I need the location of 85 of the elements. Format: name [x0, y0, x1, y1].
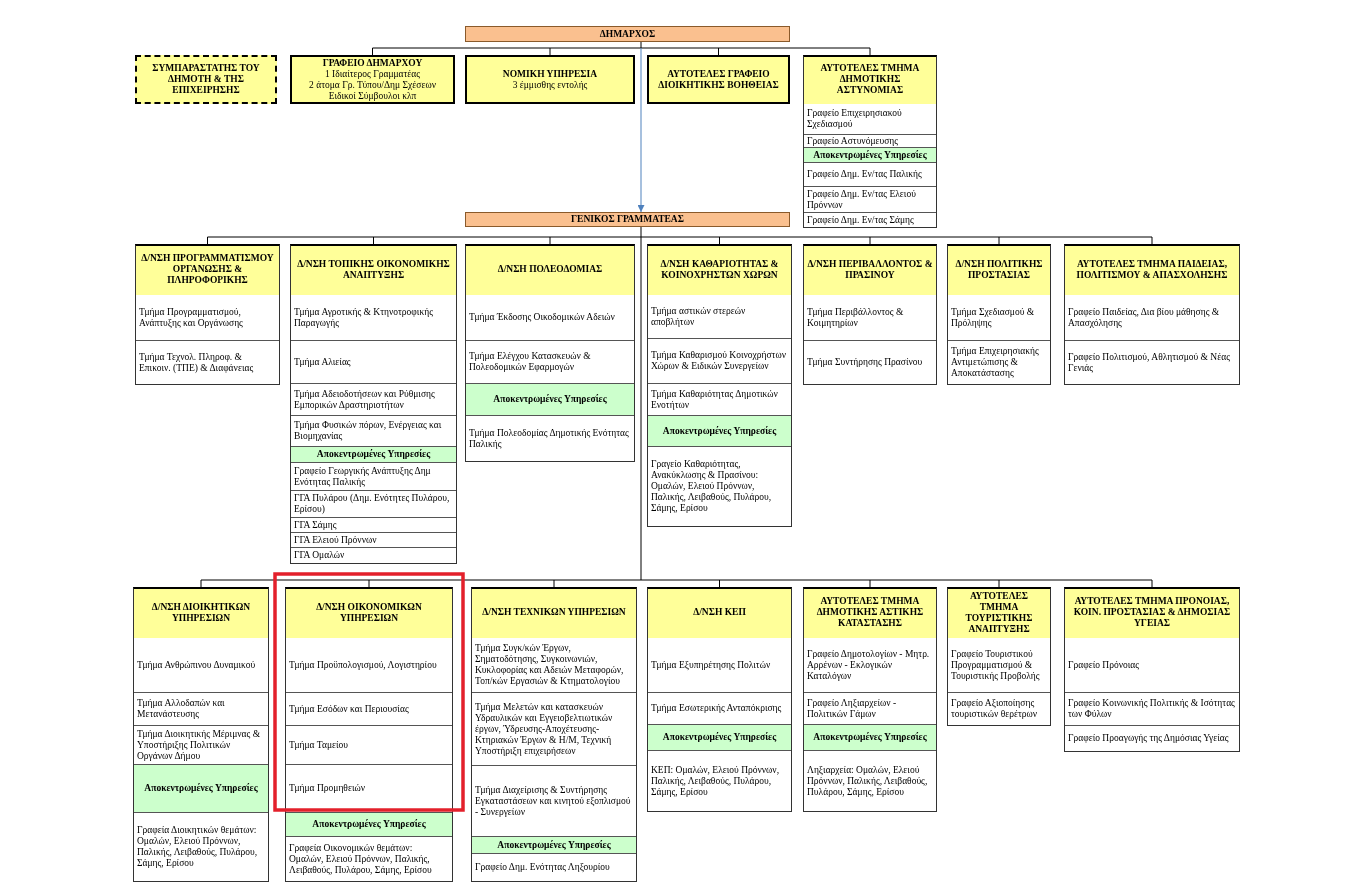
department-heading: ΑΥΤΟΤΕΛΕΣ ΤΜΗΜΑ ΔΗΜΟΤΙΚΗΣ ΑΣΤΥΝΟΜΙΑΣ: [819, 62, 921, 97]
decentralised-services-band: Αποκεντρωμένες Υπηρεσίες: [648, 724, 791, 750]
connector-line: [640, 226, 642, 238]
decentralised-services-band: Αποκεντρωμένες Υπηρεσίες: [648, 415, 791, 446]
unit-box: ΓΓΑ Ελειού Πρόννων: [291, 532, 456, 547]
department-column: [465, 244, 635, 462]
connector-line: [549, 236, 551, 245]
connector-line: [200, 579, 202, 588]
decentralised-services-band: Αποκεντρωμένες Υπηρεσίες: [291, 446, 456, 462]
department-heading: Δ/ΝΣΗ ΠΡΟΓΡΑΜΜΑΤΙΣΜΟΥ ΟΡΓΑΝΩΣΗΣ & ΠΛΗΡΟΦΟΡΙΚΗΣ: [140, 252, 275, 287]
connector-line: [207, 236, 208, 245]
department-heading: Δ/ΝΣΗ ΠΟΛΕΟΔΟΜΙΑΣ: [496, 263, 604, 276]
decentralised-services-band: Αποκεντρωμένες Υπηρεσίες: [804, 147, 936, 162]
office-note: Ειδικοί Σύμβουλοι κλπ: [328, 90, 417, 102]
connector-line: [553, 579, 555, 588]
connector-line: [373, 236, 374, 245]
department-heading: Δ/ΝΣΗ ΤΟΠΙΚΗΣ ΟΙΚΟΝΟΜΙΚΗΣ ΑΝΑΠΤΥΞΗΣ: [296, 257, 451, 282]
department-heading: Δ/ΝΣΗ ΚΕΠ: [692, 606, 747, 619]
unit-box: Γραφείο Δημ. Εν/τας Ελειού Πρόννων: [804, 186, 936, 212]
department-heading: ΑΥΤΟΤΕΛΕΣ ΤΜΗΜΑ ΤΟΥΡΙΣΤΙΚΗΣ ΑΝΑΠΤΥΞΗΣ: [964, 589, 1034, 636]
unit-box: ΓΓΑ Ομαλών: [291, 547, 456, 563]
office-title: ΓΡΑΦΕΙΟ ΔΗΜΑΡΧΟΥ: [322, 57, 423, 69]
arrow: [637, 47, 645, 213]
department-column: [647, 244, 792, 527]
department-column: [647, 587, 792, 812]
unit-box: Γραφείο Αστυνόμευσης: [804, 134, 936, 147]
connector-line: [640, 41, 642, 49]
department-heading: Δ/ΝΣΗ ΤΕΧΝΙΚΩΝ ΥΠΗΡΕΣΙΩΝ: [481, 606, 627, 619]
connector-line: [640, 236, 642, 581]
department-column: [290, 244, 457, 564]
connector-line: [998, 579, 1000, 588]
office-note: 1 Ιδιαίτερος Γραμματέας: [324, 68, 421, 80]
department-heading: ΑΥΤΟΤΕΛΕΣ ΤΜΗΜΑ ΔΗΜΟΤΙΚΗΣ ΑΣΤΙΚΗΣ ΚΑΤΑΣΤΑΣΗΣ: [815, 595, 925, 630]
department-heading: ΑΥΤΟΤΕΛΕΣ ΤΜΗΜΑ ΠΑΙΔΕΙΑΣ, ΠΟΛΙΤΙΣΜΟΥ & ΑΠΑΣΧΟΛΗΣΗΣ: [1075, 257, 1229, 282]
department-column: [1064, 244, 1240, 385]
connector-line: [1151, 579, 1153, 588]
unit-box: ΓΓΑ Σάμης: [291, 517, 456, 532]
unit-box: Γραφείο Δημ. Εν/τας Σάμης: [804, 212, 936, 227]
department-column: [1064, 587, 1240, 752]
department-column: [133, 587, 269, 882]
department-column: [471, 587, 637, 882]
decentralised-services-band: Αποκεντρωμένες Υπηρεσίες: [472, 836, 636, 853]
department-column: [135, 244, 280, 385]
decentralised-services-band: Αποκεντρωμένες Υπηρεσίες: [466, 383, 634, 415]
department-column: [285, 587, 453, 882]
department-heading: Δ/ΝΣΗ ΠΟΛΙΤΙΚΗΣ ΠΡΟΣΤΑΣΙΑΣ: [954, 257, 1044, 282]
department-column: [803, 587, 937, 812]
department-heading: Δ/ΝΣΗ ΔΙΟΙΚΗΤΙΚΩΝ ΥΠΗΡΕΣΙΩΝ: [150, 600, 252, 625]
department-heading: Δ/ΝΣΗ ΚΑΘΑΡΙΟΤΗΤΑΣ & ΚΟΙΝΟΧΡΗΣΤΩΝ ΧΩΡΩΝ: [659, 257, 780, 282]
connector-line: [998, 236, 1000, 245]
connector-line: [719, 236, 720, 245]
connector-line: [869, 47, 871, 56]
connector-line: [549, 47, 551, 56]
connector-line: [372, 47, 871, 49]
connector-line: [1151, 236, 1153, 245]
connector-line: [869, 236, 871, 245]
office-title: ΝΟΜΙΚΗ ΥΠΗΡΕΣΙΑ: [502, 68, 598, 80]
department-heading: Δ/ΝΣΗ ΟΙΚΟΝΟΜΙΚΩΝ ΥΠΗΡΕΣΙΩΝ: [315, 600, 423, 625]
unit-box: ΓΓΑ Πυλάρου (Δημ. Ενότητες Πυλάρου, Ερίσου): [291, 490, 456, 517]
unit-box: Τμήμα Διοικητικής Μέριμνας & Υποστήριξης Πολιτικών Οργάνων Δήμου: [134, 725, 268, 764]
connector-line: [200, 579, 1153, 581]
department-heading: ΑΥΤΟΤΕΛΕΣ ΤΜΗΜΑ ΠΡΟΝΟΙΑΣ, ΚΟΙΝ. ΠΡΟΣΤΑΣΙΑΣ & ΔΗΜΟΣΙΑΣ ΥΓΕΙΑΣ: [1072, 595, 1232, 630]
office-note: 2 άτομα Γρ. Τύπου/Δημ Σχέσεων: [309, 79, 436, 91]
connector-line: [718, 47, 719, 56]
role-box: ΔΗΜΑΡΧΟΣ: [465, 26, 790, 42]
connector-line: [719, 579, 720, 588]
office-note: 3 έμμισθης εντολής: [512, 79, 588, 91]
connector-line: [869, 579, 871, 588]
decentralised-services-band: Αποκεντρωμένες Υπηρεσίες: [804, 724, 936, 750]
connector-line: [368, 579, 370, 588]
department-column: [803, 244, 937, 385]
connector-line: [207, 236, 1153, 238]
department-column: [947, 587, 1051, 726]
office-box: [290, 55, 455, 104]
department-column: [947, 244, 1051, 385]
office-box: ΑΥΤΟΤΕΛΕΣ ΓΡΑΦΕΙΟ ΔΙΟΙΚΗΤΙΚΗΣ ΒΟΗΘΕΙΑΣ: [647, 55, 790, 104]
decentralised-services-band: Αποκεντρωμένες Υπηρεσίες: [286, 812, 452, 836]
department-column: [803, 55, 937, 228]
office-box: [465, 55, 635, 104]
connector-line: [372, 47, 373, 56]
decentralised-services-band: Αποκεντρωμένες Υπηρεσίες: [134, 764, 268, 812]
unit-box: Γραφείο Γεωργικής Ανάπτυξης Δημ Ενότητας Παλικής: [291, 462, 456, 490]
department-heading: Δ/ΝΣΗ ΠΕΡΙΒΑΛΛΟΝΤΟΣ & ΠΡΑΣΙΝΟΥ: [806, 257, 934, 282]
role-box: ΓΕΝΙΚΟΣ ΓΡΑΜΜΑΤΕΑΣ: [465, 212, 790, 227]
office-box: ΣΥΜΠΑΡΑΣΤΑΤΗΣ ΤΟΥ ΔΗΜΟΤΗ & ΤΗΣ ΕΠΙΧΕΙΡΗΣΗΣ: [135, 55, 277, 104]
